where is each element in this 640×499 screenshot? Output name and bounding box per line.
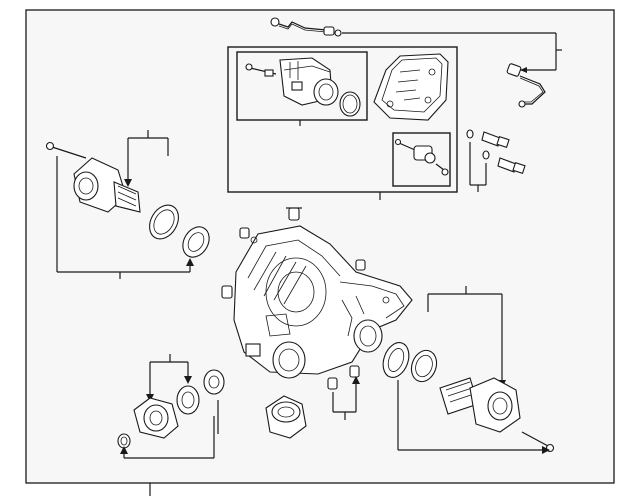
motor-icon (245, 57, 339, 106)
wire-harness-icon (270, 17, 342, 37)
seal-icon (203, 369, 225, 395)
differential-icon (233, 225, 413, 379)
seal-icon (382, 342, 410, 378)
flange-icon (45, 141, 141, 213)
o-ring-icon (339, 91, 361, 117)
seal-icon (149, 204, 179, 240)
valve-body-icon (373, 53, 449, 121)
o-ring-icon (117, 433, 131, 449)
flange-icon (439, 377, 555, 453)
sensor-icon (466, 129, 526, 175)
connector-icon (506, 63, 546, 108)
plug-icon (221, 207, 366, 390)
seal-icon (410, 349, 438, 383)
solenoid-icon (394, 138, 449, 176)
solenoid-group-box (392, 132, 451, 187)
actuator-group-box (227, 46, 458, 193)
seal-icon (182, 226, 210, 258)
motor-group-box (236, 51, 368, 121)
bushing-icon (265, 395, 307, 439)
flange-icon (133, 385, 200, 439)
